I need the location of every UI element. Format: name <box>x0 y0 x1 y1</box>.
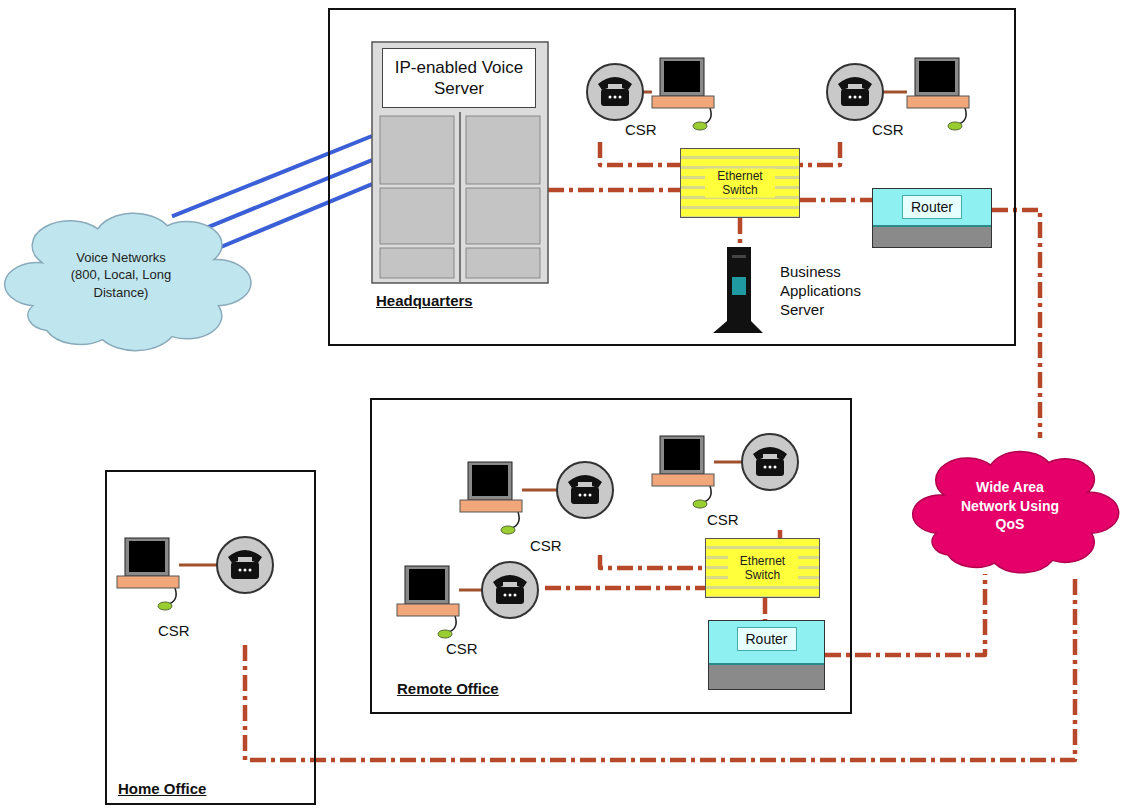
node-label: Wide Area Network Using QoS <box>960 478 1060 535</box>
csr-workstation <box>585 55 740 142</box>
csr-station: CSR <box>395 560 545 660</box>
csr-workstation <box>115 530 285 645</box>
ethernet-switch: Ethernet Switch <box>680 148 800 218</box>
csr-workstation <box>825 55 1000 142</box>
router-box: Router <box>708 620 825 690</box>
voice-server: IP-enabled Voice Server <box>372 42 548 283</box>
node-label: Ethernet Switch <box>705 169 775 198</box>
csr-station: CSR <box>825 55 1000 142</box>
site-box: Headquarters IP-enabled Voice ServerCSR CS… <box>328 8 1016 346</box>
network-link <box>600 142 680 165</box>
csr-station: CSR <box>455 455 620 555</box>
network-link <box>738 218 743 243</box>
node-label: CSR <box>625 121 657 138</box>
node-label: Ethernet Switch <box>728 554 798 583</box>
node-label: Home Office <box>118 780 206 797</box>
node-label: Router <box>736 627 796 651</box>
node-label: IP-enabled Voice Server <box>382 48 536 108</box>
node-label: CSR <box>707 511 739 528</box>
network-link <box>545 586 705 591</box>
csr-station: CSR <box>585 55 740 142</box>
csr-station: CSR <box>645 430 805 530</box>
router-box: Router <box>872 188 992 248</box>
node-label: Headquarters <box>376 292 473 309</box>
network-link <box>800 142 840 165</box>
node-label: CSR <box>446 640 478 657</box>
node-label: Router <box>902 195 962 219</box>
network-link <box>992 210 1040 438</box>
ethernet-switch: Ethernet Switch <box>705 538 820 598</box>
network-link <box>600 555 705 568</box>
site-box: Home Office CSR <box>105 470 316 805</box>
site-box: Remote Office CSR CSR CSR Ethernet SwitchRou… <box>370 398 852 714</box>
node-label: Business Applications Server <box>780 263 895 319</box>
csr-station: CSR <box>115 530 285 645</box>
network-link <box>763 598 768 620</box>
network-link <box>778 530 783 538</box>
node-label: CSR <box>158 622 190 639</box>
network-link <box>800 198 872 203</box>
node-label: CSR <box>530 537 562 554</box>
voice-cloud: Voice Networks (800, Local, Long Distanc… <box>5 198 237 352</box>
node-label: Remote Office <box>397 680 499 697</box>
network-link <box>825 574 985 655</box>
wan-cloud: Wide Area Network Using QoS <box>913 438 1107 574</box>
application-server: Business Applications Server <box>705 243 900 335</box>
node-label: Voice Networks (800, Local, Long Distanc… <box>65 249 177 302</box>
network-link <box>548 188 680 193</box>
node-label: CSR <box>872 121 904 138</box>
